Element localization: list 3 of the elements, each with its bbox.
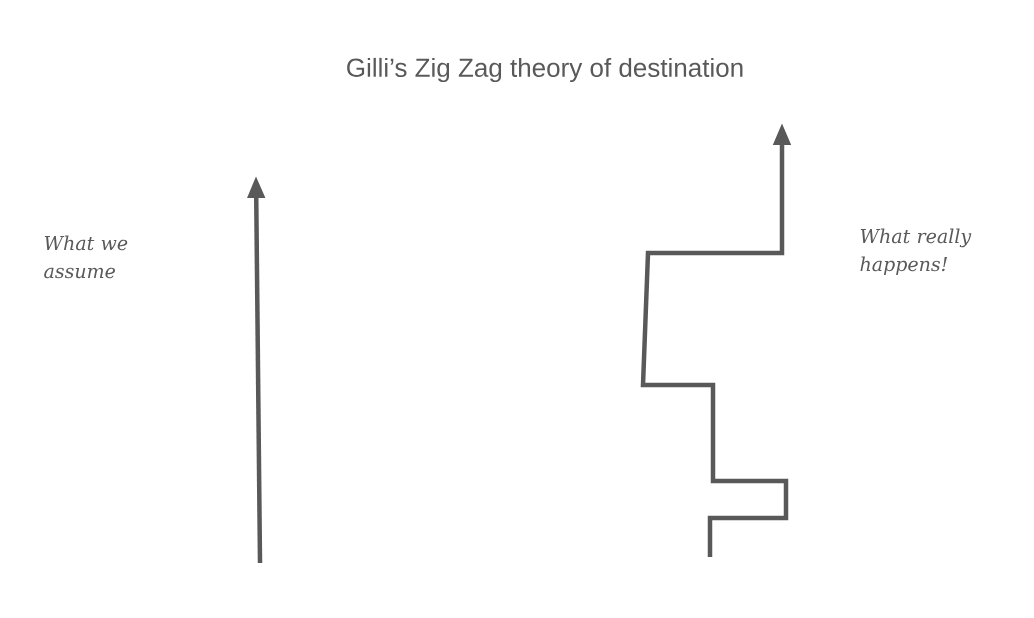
- handwritten-note: What really happens!: [860, 228, 972, 275]
- title: Gilli’s Zig Zag theory of destination: [347, 57, 743, 83]
- handwritten-note: What we assume: [44, 235, 128, 279]
